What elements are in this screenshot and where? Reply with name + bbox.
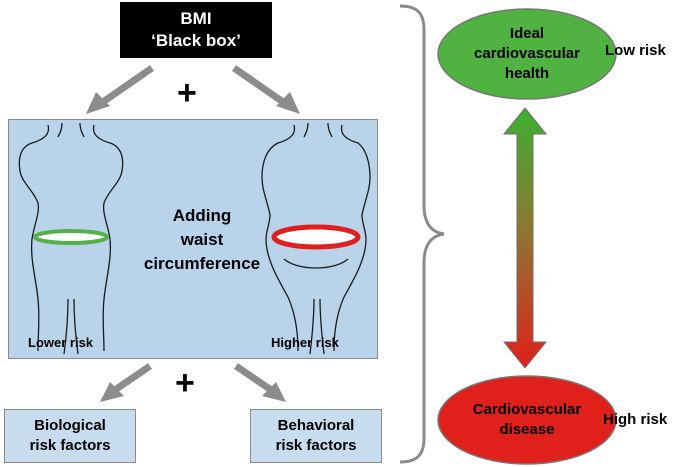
ideal-line-1: Ideal xyxy=(509,25,545,42)
ideal-health-oval xyxy=(437,8,617,100)
higher-risk-label: Higher risk xyxy=(271,335,339,350)
plus-bottom: + xyxy=(175,364,195,402)
bmi-black-box: BMI ‘Black box’ xyxy=(120,2,272,58)
center-line-1: Adding xyxy=(172,206,232,225)
ideal-line-3: health xyxy=(504,65,550,82)
plus-top: + xyxy=(177,74,197,112)
disease-oval xyxy=(437,375,617,465)
ideal-line-2: cardiovascular xyxy=(474,45,580,62)
curly-brace xyxy=(399,4,445,464)
lean-torso xyxy=(18,122,124,355)
lean-waist-ring xyxy=(33,229,109,245)
bmi-label: BMI xyxy=(180,9,212,28)
adding-waist-circumference-label: Adding waist circumference xyxy=(140,204,264,276)
behavioral-line-1: Behavioral xyxy=(277,417,355,434)
ideal-health-text: Ideal cardiovascular health xyxy=(438,12,616,96)
behavioral-risk-factors-box: Behavioral risk factors xyxy=(250,409,382,463)
biological-line-1: Biological xyxy=(34,417,106,434)
lower-risk-label: Lower risk xyxy=(28,335,94,350)
biological-risk-factors-box: Biological risk factors xyxy=(4,409,136,463)
risk-gradient-arrow xyxy=(502,107,548,369)
biological-line-2: risk factors xyxy=(29,437,111,454)
disease-line-2: disease xyxy=(499,421,555,438)
low-risk-label: Low risk xyxy=(605,42,666,59)
black-box-label: ‘Black box’ xyxy=(151,31,241,50)
wide-torso xyxy=(261,122,371,355)
torso-illustrations xyxy=(18,122,371,355)
arrow-bmi-to-higher xyxy=(232,65,300,114)
behavioral-line-2: risk factors xyxy=(275,437,357,454)
disease-text: Cardiovascular disease xyxy=(438,386,616,454)
high-risk-label: High risk xyxy=(603,411,668,428)
center-line-3: circumference xyxy=(143,254,261,273)
arrow-bmi-to-lower xyxy=(86,65,154,114)
disease-line-1: Cardiovascular xyxy=(472,401,582,418)
arrow-panel-to-behavioral xyxy=(234,363,286,402)
arrow-panel-to-biological xyxy=(100,363,152,402)
center-line-2: waist xyxy=(180,230,224,249)
wide-waist-ring xyxy=(271,224,361,250)
